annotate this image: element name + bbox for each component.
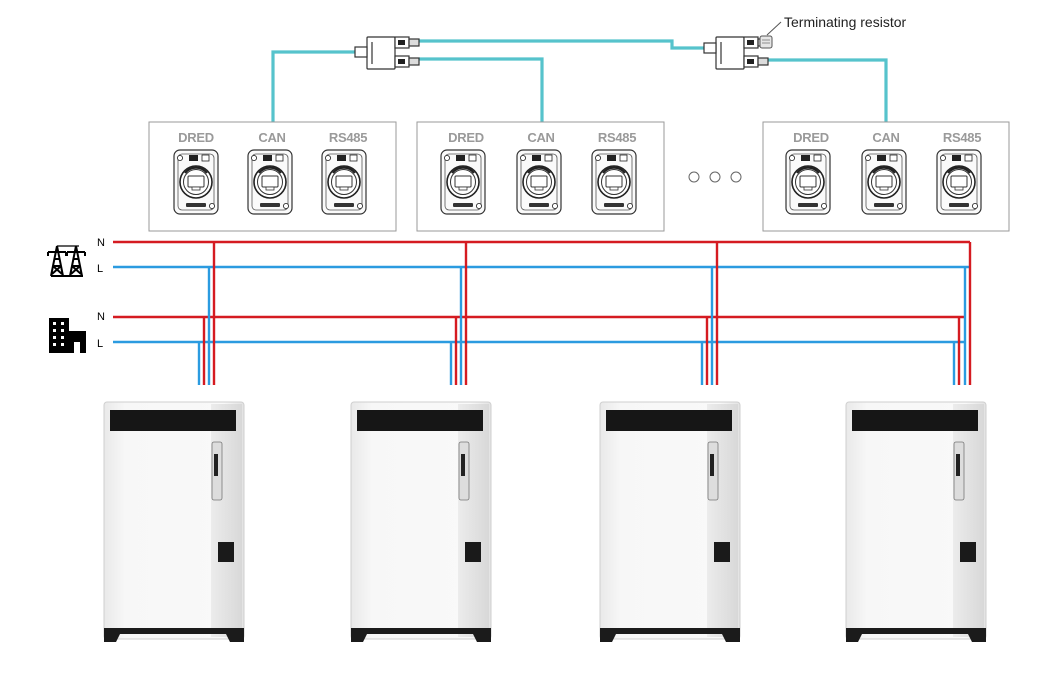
terminating-resistor bbox=[759, 35, 773, 49]
unit-1 bbox=[103, 401, 245, 642]
port-panel-2: DRED CAN RS485 bbox=[416, 121, 665, 232]
can-splitter-1 bbox=[354, 36, 420, 70]
unit-display-bar bbox=[606, 410, 732, 431]
rs485-port-icon bbox=[320, 148, 368, 216]
port-label-can: CAN bbox=[258, 130, 285, 145]
unit-4-drops bbox=[952, 242, 972, 385]
ac-wiring bbox=[113, 240, 972, 385]
port-label-can: CAN bbox=[527, 130, 554, 145]
unit-3 bbox=[599, 401, 741, 642]
dred-port-icon bbox=[172, 148, 220, 216]
can-splitter-2 bbox=[703, 36, 769, 70]
can-port-icon bbox=[860, 148, 908, 216]
unit-display-bar bbox=[852, 410, 978, 431]
unit-3-drops bbox=[700, 242, 719, 385]
load-live-label: L bbox=[97, 338, 103, 350]
can-bus-cabling bbox=[271, 39, 888, 122]
port-label-rs485: RS485 bbox=[598, 130, 636, 145]
callout-leader bbox=[766, 21, 782, 36]
unit-1-drops bbox=[197, 242, 216, 385]
grid-neutral-label: N bbox=[97, 237, 105, 249]
port-panel-1: DRED CAN RS485 bbox=[148, 121, 397, 232]
building-icon bbox=[49, 318, 86, 353]
rs485-port-icon bbox=[590, 148, 638, 216]
rs485-port-icon bbox=[935, 148, 983, 216]
unit-display-bar bbox=[357, 410, 483, 431]
port-label-rs485: RS485 bbox=[329, 130, 367, 145]
port-label-dred: DRED bbox=[793, 130, 829, 145]
power-tower-icon bbox=[47, 245, 86, 277]
terminating-resistor-label: Terminating resistor bbox=[784, 14, 906, 30]
ellipsis bbox=[688, 171, 742, 183]
unit-2 bbox=[350, 401, 492, 642]
dred-port-icon bbox=[439, 148, 487, 216]
load-neutral-label: N bbox=[97, 311, 105, 323]
can-port-icon bbox=[246, 148, 294, 216]
port-label-rs485: RS485 bbox=[943, 130, 981, 145]
port-panel-3: DRED CAN RS485 bbox=[762, 121, 1010, 232]
unit-2-drops bbox=[449, 242, 468, 385]
grid-live-label: L bbox=[97, 263, 103, 275]
dred-port-icon bbox=[784, 148, 832, 216]
port-label-dred: DRED bbox=[178, 130, 214, 145]
unit-4 bbox=[845, 401, 987, 642]
port-label-dred: DRED bbox=[448, 130, 484, 145]
can-port-icon bbox=[515, 148, 563, 216]
port-label-can: CAN bbox=[872, 130, 899, 145]
unit-display-bar bbox=[110, 410, 236, 431]
